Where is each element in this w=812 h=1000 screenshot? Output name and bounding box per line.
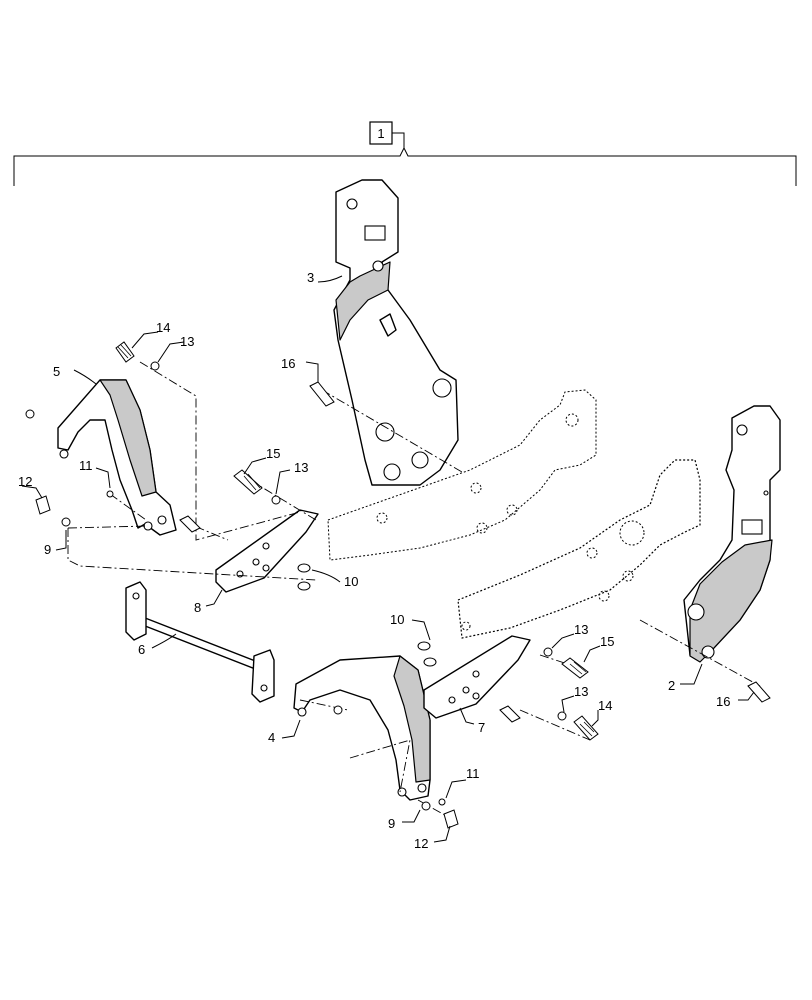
leader-lines <box>21 275 755 843</box>
nut-10-b <box>297 581 311 591</box>
callout-10-left: 10 <box>344 574 358 589</box>
assembly-number: 1 <box>377 126 384 141</box>
callout-10-right: 10 <box>390 612 404 627</box>
pin-left <box>179 515 201 533</box>
fitting-11-left <box>106 490 114 498</box>
callout-7: 7 <box>478 720 485 735</box>
washer-13-lower <box>557 711 567 721</box>
callout-15-right: 15 <box>600 634 614 649</box>
callout-11-right: 11 <box>466 766 480 781</box>
bolt-16-right <box>747 681 771 703</box>
callout-12-right: 12 <box>414 836 428 851</box>
assembly-bracket: 1 <box>13 121 797 186</box>
fitting-11-right <box>438 798 446 806</box>
plate-right <box>423 635 531 719</box>
arm-left <box>57 379 177 536</box>
nut-12-right <box>443 809 459 829</box>
plate-left <box>215 509 319 593</box>
casting-left <box>333 179 459 486</box>
callout-14-upper: 14 <box>156 320 170 335</box>
centerlines <box>67 361 761 819</box>
callout-9-right: 9 <box>388 816 395 831</box>
callout-6: 6 <box>138 642 145 657</box>
bolt-15-right <box>561 657 589 679</box>
callout-2: 2 <box>668 678 675 693</box>
washer-13-right <box>543 647 553 657</box>
nut-10-d <box>423 657 437 667</box>
callout-11-left: 11 <box>79 458 93 473</box>
callout-12-left: 12 <box>18 474 32 489</box>
callouts: 3 16 5 12 11 9 14 13 15 13 6 8 10 10 13 … <box>18 270 730 851</box>
callout-13-lower: 13 <box>574 684 588 699</box>
arm-right <box>293 655 431 801</box>
callout-9-left: 9 <box>44 542 51 557</box>
nut-10-c <box>417 641 431 651</box>
frame-rail-right <box>457 459 701 639</box>
frame-rail-left <box>327 389 597 561</box>
bushing-9-right <box>421 801 431 811</box>
callout-13-left: 13 <box>294 460 308 475</box>
callout-16-left: 16 <box>281 356 295 371</box>
bolt-16-left <box>309 381 335 407</box>
washer-13-upper <box>150 361 160 371</box>
label-plate <box>364 225 386 241</box>
fitting-left-top <box>25 409 35 419</box>
callout-15-left: 15 <box>266 446 280 461</box>
callout-14-right: 14 <box>598 698 612 713</box>
fitting-right-arm <box>333 705 343 715</box>
callout-13-upper: 13 <box>180 334 194 349</box>
callout-5: 5 <box>53 364 60 379</box>
bushing-9-left <box>61 517 71 527</box>
callout-8: 8 <box>194 600 201 615</box>
casting-right <box>683 405 781 663</box>
pin-right <box>499 705 521 723</box>
nut-12-left <box>35 495 51 515</box>
bolt-14-upper <box>115 341 135 363</box>
callout-4: 4 <box>268 730 275 745</box>
bolt-14-right <box>573 715 599 741</box>
washer-13-left <box>271 495 281 505</box>
bolt-15-left <box>233 469 263 495</box>
callout-13-right: 13 <box>574 622 588 637</box>
callout-3: 3 <box>307 270 314 285</box>
cross-shaft <box>125 581 275 703</box>
callout-16-right: 16 <box>716 694 730 709</box>
nut-10-a <box>297 563 311 573</box>
